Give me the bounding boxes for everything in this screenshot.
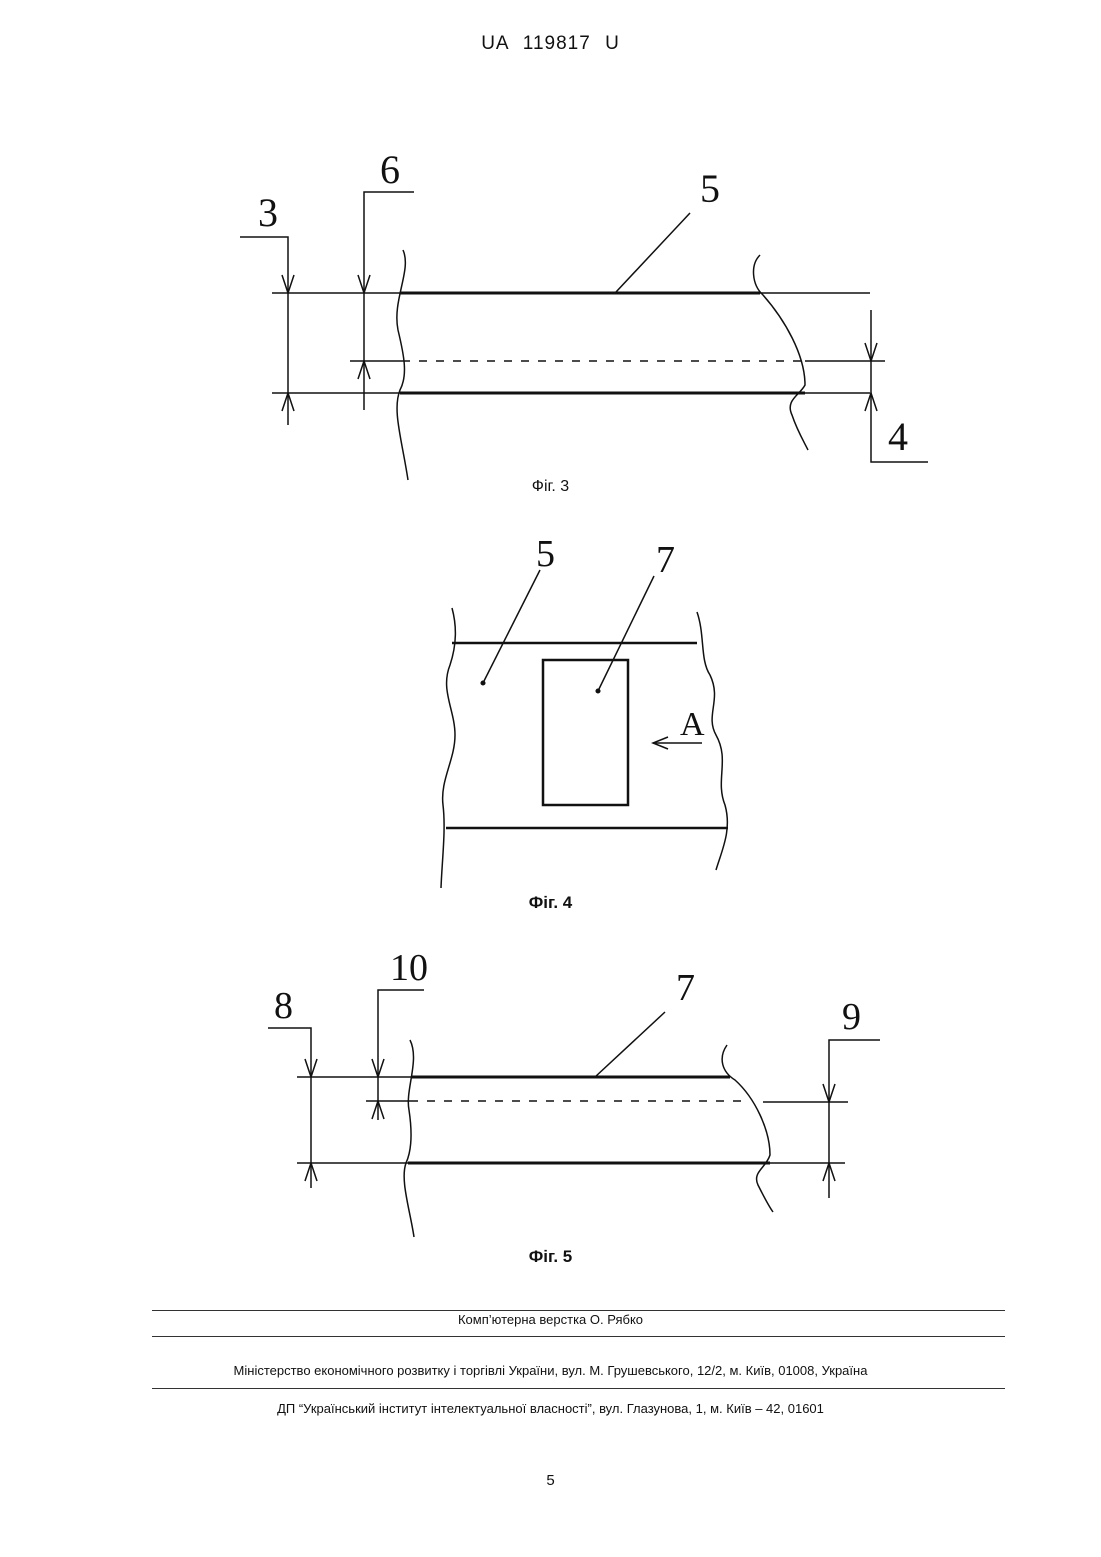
footer-divider-middle bbox=[152, 1336, 1005, 1337]
figure-5-label-10: 10 bbox=[390, 947, 428, 989]
institute-address: ДП “Український інститут інтелектуальної… bbox=[0, 1401, 1101, 1416]
footer-divider-top bbox=[152, 1310, 1005, 1311]
page-number: 5 bbox=[0, 1472, 1101, 1489]
footer-divider-bottom bbox=[152, 1388, 1005, 1389]
figure-5-caption: Фіг. 5 bbox=[0, 1247, 1101, 1267]
figure-5-label-8: 8 bbox=[274, 985, 293, 1027]
figure-5-label-7: 7 bbox=[676, 967, 695, 1009]
figure-5-label-9: 9 bbox=[842, 996, 861, 1038]
composer-credit: Комп’ютерна верстка О. Рябко bbox=[0, 1312, 1101, 1327]
figure-5-drawing: 8 10 7 9 bbox=[0, 0, 1101, 1240]
ministry-address: Міністерство економічного розвитку і тор… bbox=[0, 1363, 1101, 1378]
